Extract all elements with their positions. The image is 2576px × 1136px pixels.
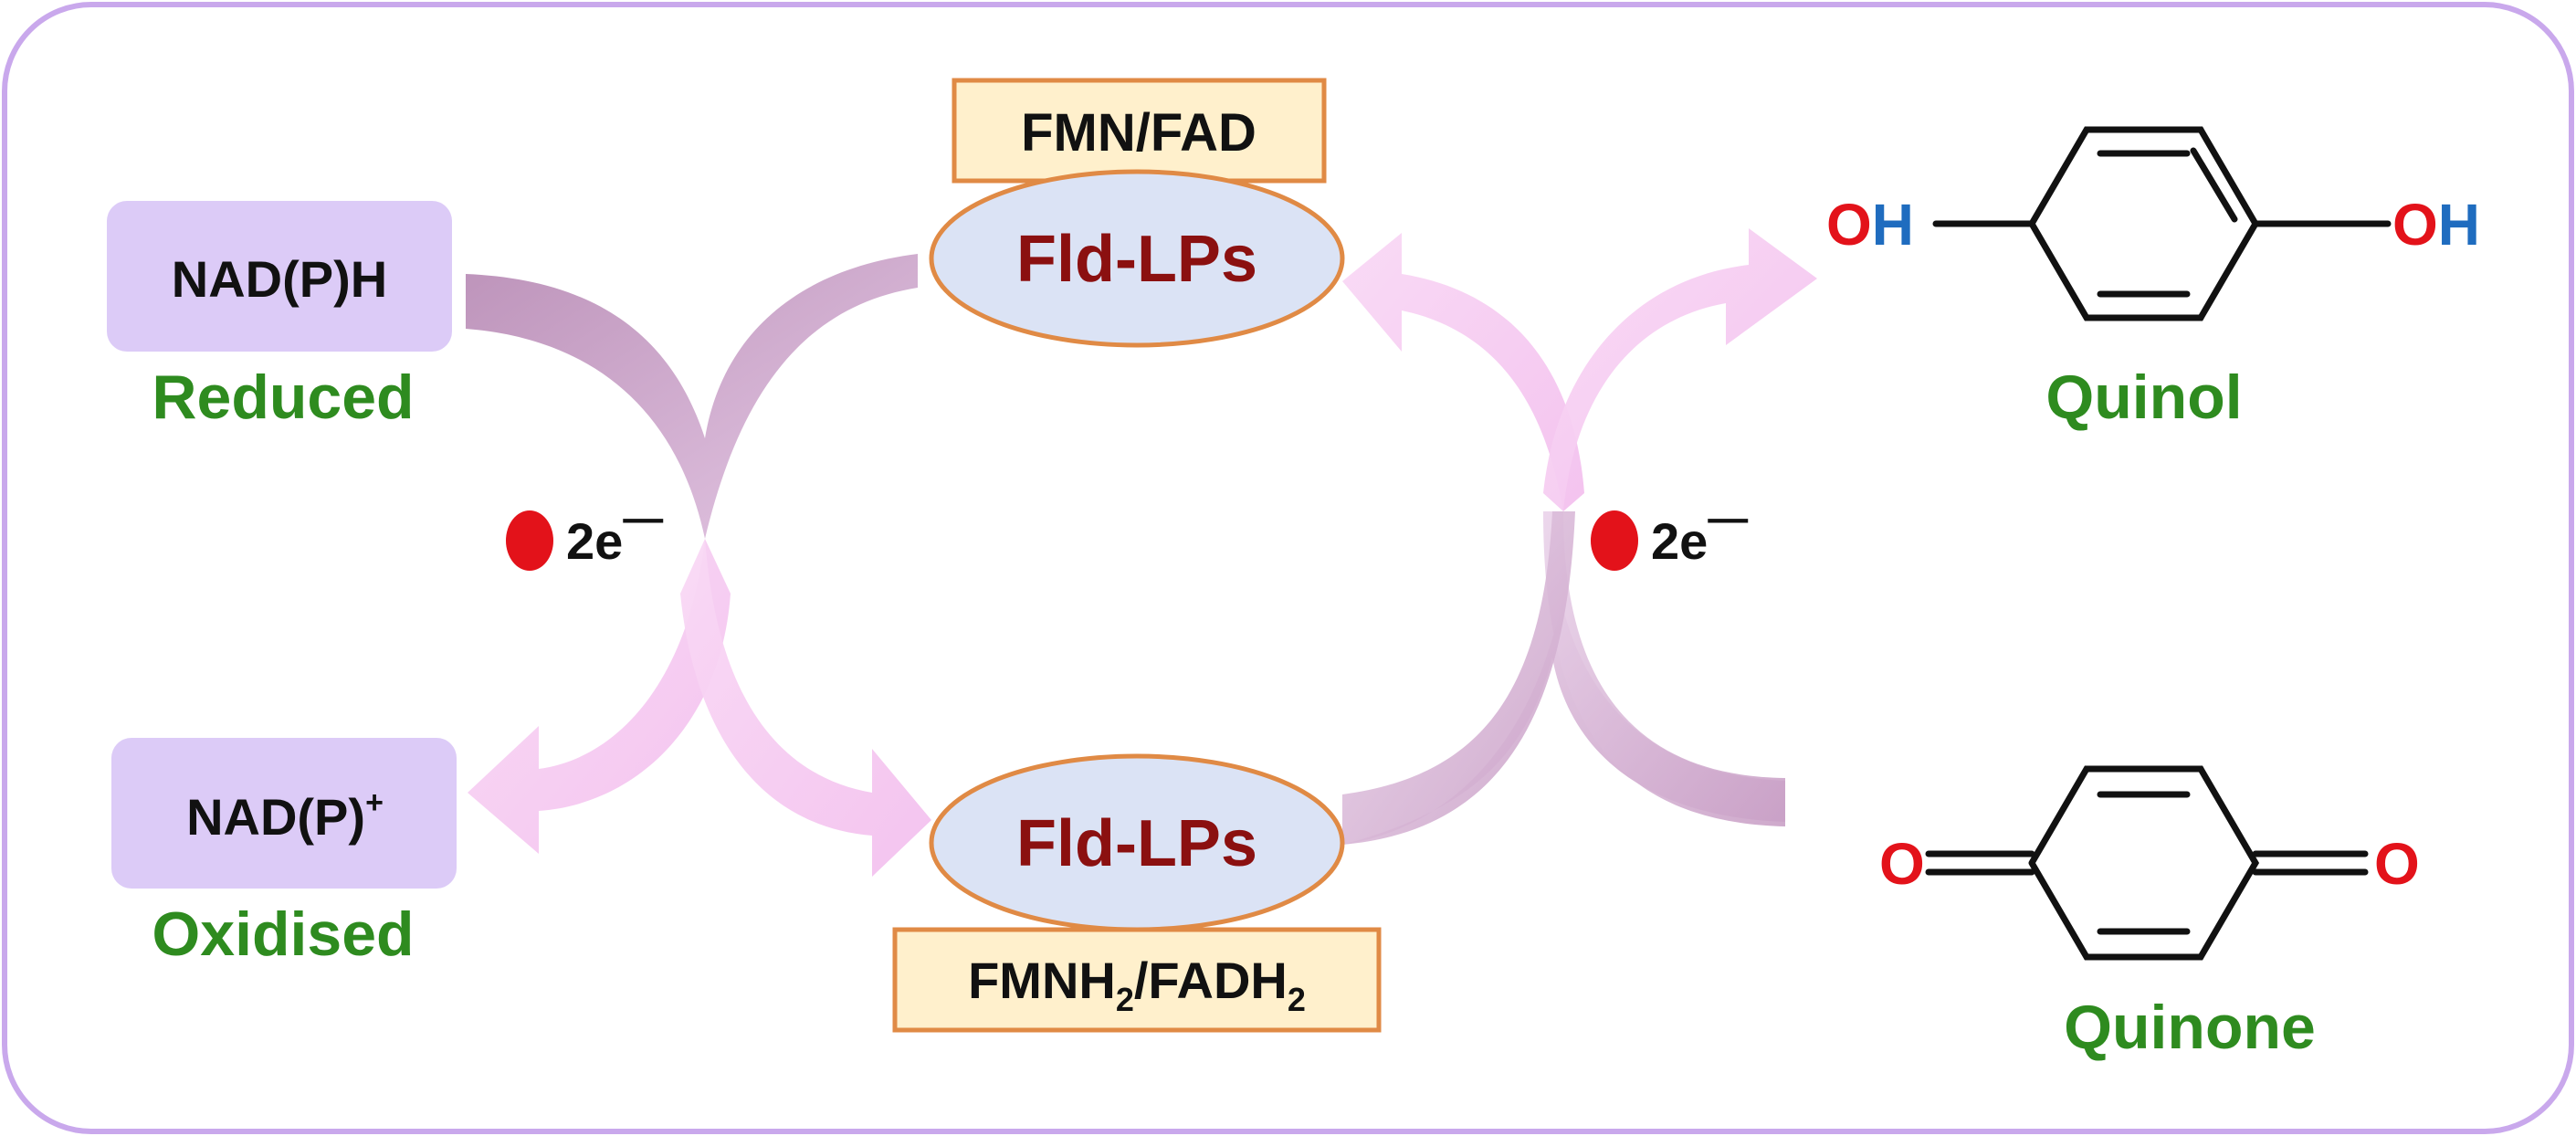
bottom-cofactor-box — [892, 927, 1382, 1033]
electrons-right-text: 2e — [1651, 512, 1708, 570]
quinol-oh-right: OH — [2392, 192, 2480, 258]
bottom-cofactor-sub1: 2 — [1116, 981, 1134, 1018]
quinol-oh-right-o: O — [2392, 192, 2438, 258]
arrow-nadph-to-top-enzyme — [466, 254, 918, 539]
electrons-right: 2e— — [1651, 496, 1748, 570]
arrow-to-top-enzyme-right — [1342, 233, 1584, 511]
quinone-structure — [1925, 765, 2369, 961]
arrow-to-bottom-enzyme — [680, 539, 931, 877]
top-cofactor-label: FMN/FAD — [1021, 103, 1256, 163]
quinol-oh-right-h: H — [2438, 192, 2480, 258]
nadp-plus-sup: + — [365, 785, 384, 820]
electron-dot-left — [506, 510, 553, 571]
electrons-left-text: 2e — [566, 512, 623, 570]
arrow-bottom-enzyme-up — [1342, 511, 1575, 845]
quinol-oh-left-h: H — [1872, 192, 1914, 258]
bottom-cofactor-label: FMNH2/FADH2 — [968, 952, 1306, 1018]
electrons-left-sup: — — [623, 496, 663, 541]
electrons-right-sup: — — [1708, 496, 1748, 541]
quinol-oh-left-o: O — [1826, 192, 1872, 258]
arrow-to-nadp-plus — [468, 539, 731, 854]
quinone-o-right: O — [2374, 831, 2420, 897]
nadp-plus-label: NAD(P)+ — [186, 785, 384, 846]
electrons-left: 2e— — [566, 496, 663, 570]
bottom-cofactor-sub2: 2 — [1288, 981, 1306, 1018]
arrow-crossing-to-quinone — [1543, 511, 1785, 826]
top-cofactor-box — [952, 78, 1327, 184]
quinol-structure — [1932, 126, 2392, 321]
quinone-o-left: O — [1879, 831, 1925, 897]
bottom-enzyme-label: Fld-LPs — [1016, 807, 1257, 880]
nadph-box — [107, 201, 452, 352]
electron-dot-right — [1591, 510, 1638, 571]
quinol-label: Quinol — [2045, 363, 2242, 432]
oxidised-label: Oxidised — [152, 899, 414, 969]
reduced-label: Reduced — [152, 363, 414, 432]
nadp-plus-text: NAD(P) — [186, 788, 365, 846]
nadph-label: NAD(P)H — [172, 250, 387, 308]
arrow-to-quinol — [1543, 228, 1817, 511]
top-enzyme-label: Fld-LPs — [1016, 223, 1257, 296]
top-enzyme — [929, 169, 1345, 348]
bottom-cofactor-part2: /FADH — [1134, 952, 1288, 1009]
quinol-oh-left: OH — [1826, 192, 1914, 258]
quinone-label: Quinone — [2064, 993, 2316, 1062]
bottom-cofactor-part1: FMNH — [968, 952, 1116, 1009]
nadp-plus-box — [111, 738, 457, 889]
